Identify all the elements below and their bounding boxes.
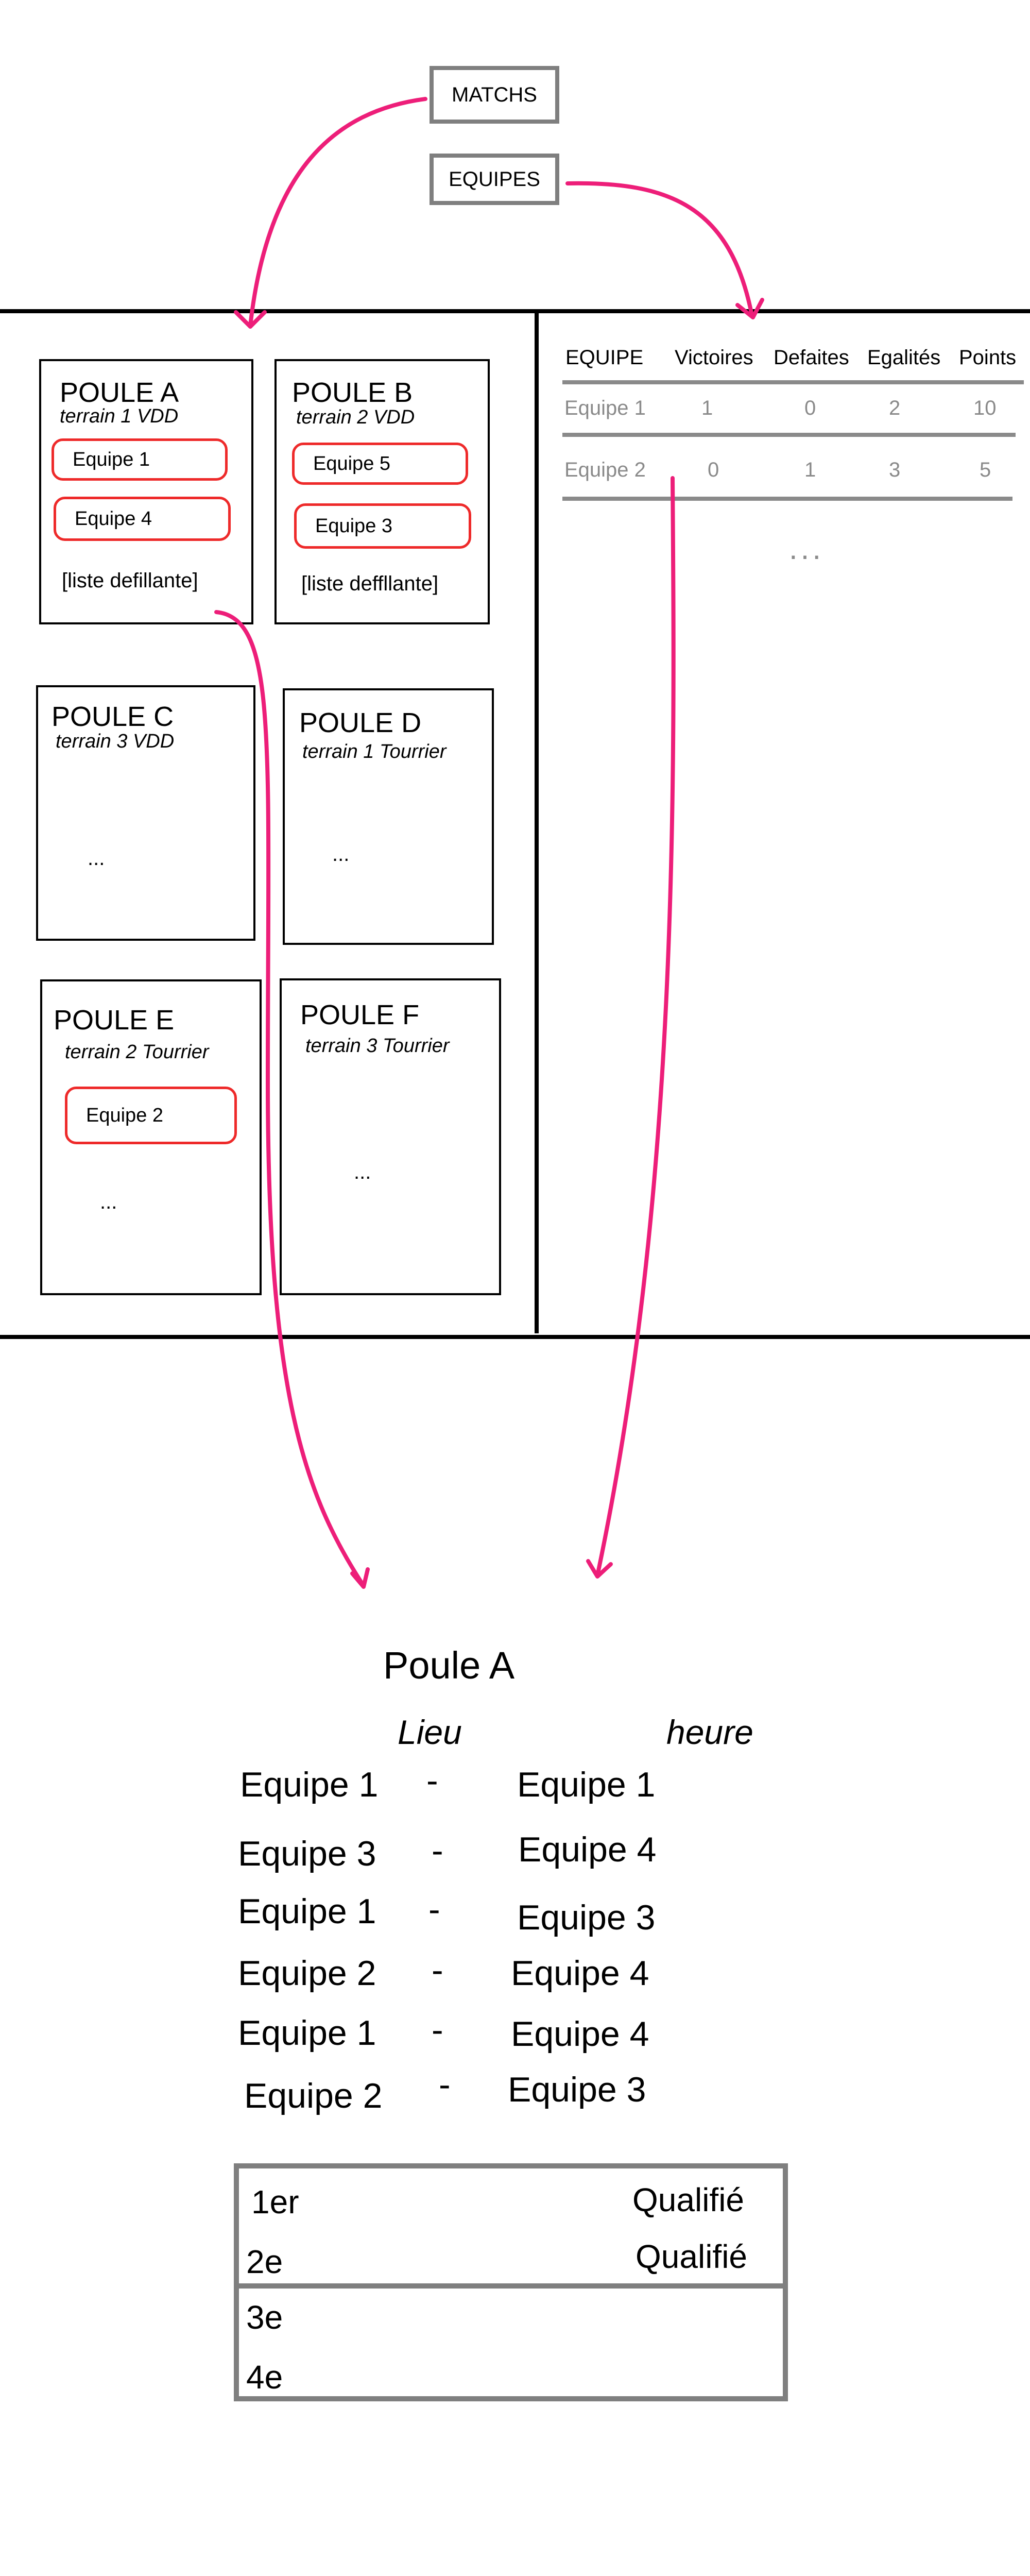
match-home: Equipe 1 bbox=[240, 1765, 379, 1804]
ranking-box bbox=[234, 2163, 788, 2401]
table-cell[interactable]: Equipe 2 bbox=[564, 459, 646, 481]
match-home: Equipe 2 bbox=[244, 2076, 383, 2115]
match-away: Equipe 3 bbox=[508, 2070, 646, 2109]
match-away: Equipe 4 bbox=[511, 2014, 649, 2054]
qualification-divider bbox=[238, 2283, 784, 2289]
poule-title: POULE E bbox=[54, 1005, 175, 1036]
team-chip[interactable]: Equipe 5 bbox=[292, 443, 468, 485]
table-row-divider bbox=[562, 433, 1016, 437]
match-away: Equipe 4 bbox=[511, 1954, 649, 1993]
frame-divider bbox=[535, 311, 539, 1333]
table-cell: 0 bbox=[804, 397, 816, 419]
poule-title: POULE D bbox=[299, 707, 422, 738]
poule-b-card[interactable]: POULE B terrain 2 VDD Equipe 5 Equipe 3 … bbox=[274, 359, 490, 624]
col-header-defaites: Defaites bbox=[774, 346, 849, 369]
lieu-label: Lieu bbox=[398, 1713, 462, 1751]
match-away: Equipe 3 bbox=[517, 1898, 656, 1937]
arrow-equipe2-detail bbox=[595, 476, 676, 1578]
team-chip[interactable]: Equipe 3 bbox=[294, 503, 471, 549]
poule-terrain: terrain 3 VDD bbox=[56, 731, 175, 752]
arrowhead-matchs bbox=[234, 310, 267, 329]
team-chip[interactable]: Equipe 2 bbox=[65, 1087, 237, 1144]
col-header-egalites: Egalités bbox=[867, 346, 941, 369]
match-home: Equipe 3 bbox=[238, 1834, 376, 1873]
arrowhead-equipe2-detail bbox=[586, 1559, 613, 1579]
match-separator: - bbox=[432, 2010, 443, 2049]
rank-status: Qualifié bbox=[636, 2238, 747, 2275]
arrowhead-poule-a-detail bbox=[350, 1567, 370, 1589]
poule-terrain: terrain 2 Tourrier bbox=[65, 1041, 209, 1063]
match-away: Equipe 4 bbox=[518, 1830, 657, 1869]
match-home: Equipe 2 bbox=[238, 1954, 376, 1993]
table-cell: 2 bbox=[889, 397, 901, 419]
more-items: ... bbox=[100, 1191, 117, 1213]
match-home: Equipe 1 bbox=[238, 1892, 376, 1931]
poule-f-card[interactable]: POULE F terrain 3 Tourrier ... bbox=[280, 978, 501, 1295]
equipes-button[interactable]: EQUIPES bbox=[430, 154, 559, 205]
col-header-points: Points bbox=[959, 346, 1017, 369]
more-items: ... bbox=[88, 847, 105, 870]
match-separator: - bbox=[432, 1831, 443, 1870]
matchs-button[interactable]: MATCHS bbox=[430, 66, 559, 124]
table-cell: 1 bbox=[804, 459, 816, 481]
table-cell: 0 bbox=[708, 459, 719, 481]
poule-e-card[interactable]: POULE E terrain 2 Tourrier Equipe 2 ... bbox=[40, 979, 262, 1295]
table-header-divider bbox=[562, 380, 1024, 384]
scroll-list-label: [liste deffllante] bbox=[301, 572, 439, 595]
poule-terrain: terrain 2 VDD bbox=[296, 406, 415, 428]
col-header-victoires: Victoires bbox=[675, 346, 753, 369]
more-items: ... bbox=[354, 1161, 371, 1183]
arrow-equipes bbox=[565, 181, 754, 317]
frame-top-line bbox=[0, 309, 1030, 313]
scroll-list-label: [liste defillante] bbox=[62, 569, 198, 592]
table-row-divider bbox=[562, 497, 1012, 501]
table-more: ... bbox=[789, 531, 825, 566]
arrow-poule-a-detail bbox=[214, 610, 366, 1588]
rank-place: 4e bbox=[246, 2359, 283, 2396]
heure-label: heure bbox=[666, 1713, 753, 1751]
match-home: Equipe 1 bbox=[238, 2013, 376, 2053]
detail-title: Poule A bbox=[383, 1644, 515, 1687]
col-header-equipe: EQUIPE bbox=[565, 346, 644, 369]
table-cell: 10 bbox=[973, 397, 997, 419]
rank-place: 2e bbox=[246, 2243, 283, 2280]
table-cell: 5 bbox=[980, 459, 991, 481]
poule-title: POULE A bbox=[60, 377, 179, 408]
table-cell: 1 bbox=[701, 397, 713, 419]
match-separator: - bbox=[428, 1890, 440, 1929]
match-separator: - bbox=[432, 1951, 443, 1990]
match-separator: - bbox=[439, 2065, 451, 2104]
match-away: Equipe 1 bbox=[517, 1765, 656, 1804]
arrow-matchs bbox=[248, 97, 427, 328]
table-cell: 3 bbox=[889, 459, 901, 481]
poule-c-card[interactable]: POULE C terrain 3 VDD ... bbox=[36, 685, 255, 941]
team-chip[interactable]: Equipe 4 bbox=[54, 497, 231, 541]
team-chip[interactable]: Equipe 1 bbox=[52, 438, 228, 481]
poule-title: POULE C bbox=[52, 701, 174, 732]
match-separator: - bbox=[426, 1761, 438, 1800]
rank-status: Qualifié bbox=[632, 2181, 744, 2218]
table-cell[interactable]: Equipe 1 bbox=[564, 397, 646, 419]
poule-title: POULE B bbox=[292, 377, 413, 408]
poule-title: POULE F bbox=[300, 999, 420, 1030]
poule-d-card[interactable]: POULE D terrain 1 Tourrier ... bbox=[283, 688, 494, 945]
arrowhead-equipes bbox=[735, 298, 764, 319]
rank-place: 3e bbox=[246, 2299, 283, 2336]
poule-a-card[interactable]: POULE A terrain 1 VDD Equipe 1 Equipe 4 … bbox=[39, 359, 253, 624]
rank-place: 1er bbox=[251, 2183, 299, 2221]
poule-terrain: terrain 1 VDD bbox=[60, 405, 179, 427]
poule-terrain: terrain 1 Tourrier bbox=[302, 741, 447, 762]
more-items: ... bbox=[332, 843, 350, 866]
frame-bottom-line bbox=[0, 1335, 1030, 1339]
poule-terrain: terrain 3 Tourrier bbox=[305, 1035, 450, 1057]
